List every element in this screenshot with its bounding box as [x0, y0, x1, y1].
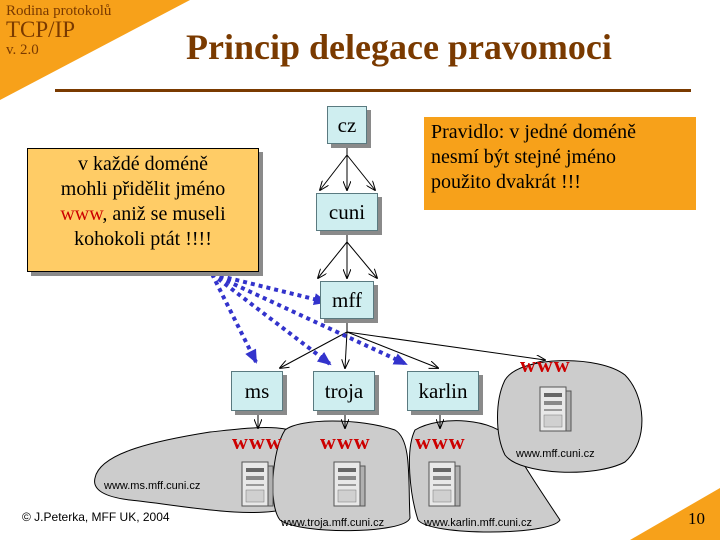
note-local-naming: v každé doméně mohli přidělit jméno www,…	[27, 148, 259, 272]
note-right-line-3: použito dvakrát !!!	[431, 171, 581, 193]
note-rule: Pravidlo: v jedné doméně nesmí být stejn…	[424, 117, 696, 210]
url-mff: www.mff.cuni.cz	[516, 448, 595, 460]
node-ms: ms	[231, 371, 283, 411]
node-mff: mff	[320, 281, 374, 319]
url-karlin: www.karlin.mff.cuni.cz	[424, 517, 532, 529]
copyright-notice: © J.Peterka, MFF UK, 2004	[22, 510, 170, 524]
www-label-karlin: www	[415, 429, 466, 454]
node-cuni: cuni	[316, 193, 378, 231]
note-right-line-1: Pravidlo: v jedné doméně	[431, 121, 636, 143]
note-left-line-1: v každé doméně	[78, 153, 208, 175]
slide-title: Princip delegace pravomoci	[186, 27, 612, 67]
note-left-line-3: www, aniž se museli	[28, 202, 258, 227]
url-ms: www.ms.mff.cuni.cz	[104, 480, 201, 492]
title-rule	[55, 89, 691, 92]
note-right-line-2: nesmí být stejné jméno	[431, 146, 616, 168]
node-karlin: karlin	[407, 371, 479, 411]
corner-decoration-bottom-right	[630, 488, 720, 540]
node-cz: cz	[327, 106, 367, 144]
protocol-label: TCP/IP	[6, 17, 76, 42]
server-icon	[333, 461, 366, 507]
note-left-line-2: mohli přidělit jméno	[60, 178, 226, 200]
series-label: Rodina protokolů	[6, 3, 112, 19]
server-icon	[428, 461, 461, 507]
url-troja: www.troja.mff.cuni.cz	[281, 517, 385, 529]
version-label: v. 2.0	[6, 42, 39, 58]
node-troja: troja	[313, 371, 375, 411]
www-label-ms: www	[232, 429, 283, 454]
server-icon	[539, 386, 572, 432]
www-label-troja: www	[320, 429, 371, 454]
note-left-www: www	[60, 203, 103, 225]
corner-decoration-top-left	[0, 0, 190, 100]
server-icon	[241, 461, 274, 507]
note-left-line-4: kohokoli ptát !!!!	[74, 228, 212, 250]
www-label-mff: www	[520, 352, 571, 377]
page-number: 10	[688, 509, 705, 528]
note-left-line-3-rest: , aniž se museli	[102, 203, 226, 225]
